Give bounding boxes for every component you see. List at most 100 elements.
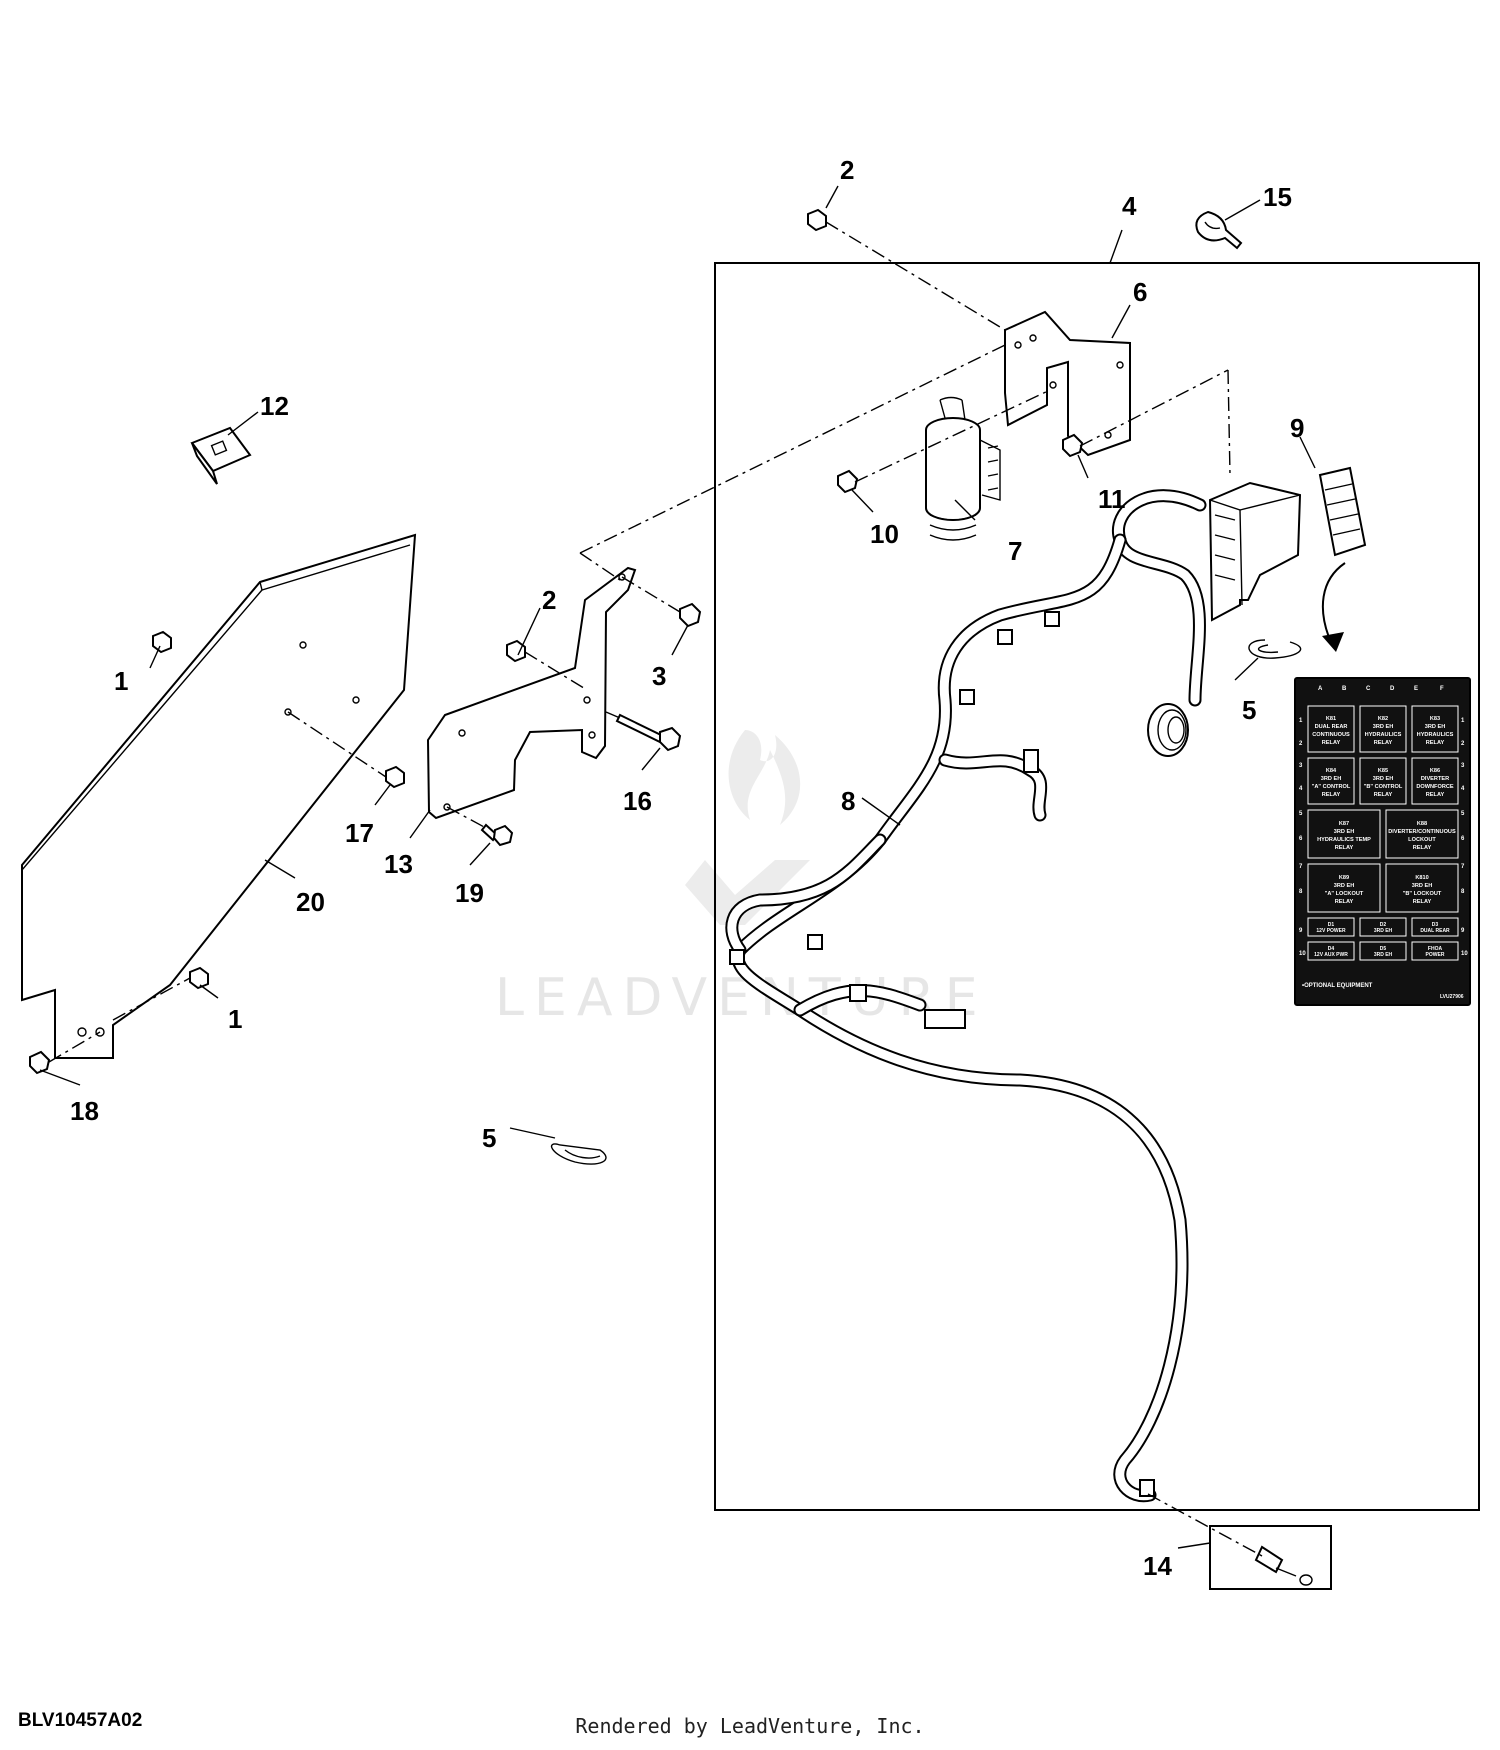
decal-cell-k4-line: "A" CONTROL <box>1312 784 1351 790</box>
callout-8: 8 <box>841 786 855 816</box>
decal-cell-d3-line: D3 <box>1432 922 1439 928</box>
relay-label-sticker <box>1318 466 1367 557</box>
decal-cell-k9-line: 3RD EH <box>1334 883 1355 889</box>
decal-row-right-10: 10 <box>1461 951 1468 957</box>
assembly-lines <box>48 221 1263 1557</box>
callout-6: 6 <box>1133 277 1147 307</box>
decal-cell-d6-line: FHOA <box>1428 946 1443 952</box>
decal-cell-k10-line: 3RD EH <box>1412 883 1433 889</box>
watermark: LEADVENTURE <box>495 730 978 1028</box>
switch-part <box>190 426 252 485</box>
decal-row-left-1: 1 <box>1299 718 1303 724</box>
decal-column-f: F <box>1440 686 1444 692</box>
cable-tie-upper <box>1248 639 1302 659</box>
decal-cell-k3-line: RELAY <box>1426 740 1445 746</box>
callout-1-upper: 1 <box>114 666 128 696</box>
callout-2-top: 2 <box>840 155 854 185</box>
decal-cell-d6-line: POWER <box>1426 952 1445 958</box>
decal-cell-k3-line: K83 <box>1430 716 1440 722</box>
decal-cell-k2-line: 3RD EH <box>1373 724 1394 730</box>
decal-row-right-9: 9 <box>1461 928 1465 934</box>
callout-12: 12 <box>260 391 289 421</box>
drawing-id: BLV10457A02 <box>18 1710 143 1731</box>
decal-cell-k8-line: RELAY <box>1413 845 1432 851</box>
mounting-bracket <box>426 566 637 820</box>
decal-row-left-2: 2 <box>1299 741 1303 747</box>
decal-cell-k1-line: CONTINUOUS <box>1312 732 1350 738</box>
decal-cell-d3-line: DUAL REAR <box>1420 928 1450 934</box>
decal-cell-k10-line: RELAY <box>1413 899 1432 905</box>
decal-cell-d2-line: D2 <box>1380 922 1387 928</box>
decal-cell-k8-line: LOCKOUT <box>1408 837 1436 843</box>
callout-17: 17 <box>345 818 374 848</box>
callout-14: 14 <box>1143 1551 1172 1581</box>
decal-cell-k6-line: K86 <box>1430 768 1440 774</box>
sensor-box <box>1209 1525 1332 1590</box>
decal-cell-k1-line: K81 <box>1326 716 1336 722</box>
decal-cell-k3-line: 3RD EH <box>1425 724 1446 730</box>
leader-lines <box>39 185 1346 1549</box>
decal-cell-k4-line: K84 <box>1326 768 1337 774</box>
decal-cell-k9-line: K89 <box>1339 875 1349 881</box>
decal-column-b: B <box>1342 686 1347 692</box>
decal-cell-k10-line: "B" LOCKOUT <box>1403 891 1442 897</box>
decal-cell-k6-line: RELAY <box>1426 792 1445 798</box>
decal-row-left-6: 6 <box>1299 836 1303 842</box>
callout-19: 19 <box>455 878 484 908</box>
decal-cell-k1-line: RELAY <box>1322 740 1341 746</box>
decal-footnote: •OPTIONAL EQUIPMENT <box>1302 983 1373 989</box>
decal-cell-k9-line: RELAY <box>1335 899 1354 905</box>
decal-cell-k5-line: "B" CONTROL <box>1364 784 1403 790</box>
decal-cell-d1-line: 12V POWER <box>1316 928 1346 934</box>
decal-row-left-8: 8 <box>1299 889 1303 895</box>
cover-panel <box>21 533 417 1059</box>
callout-10: 10 <box>870 519 899 549</box>
decal-cell-k4-line: 3RD EH <box>1321 776 1342 782</box>
decal-row-left-9: 9 <box>1299 928 1303 934</box>
decal-cell-k9-line: "A" LOCKOUT <box>1325 891 1364 897</box>
decal-cell-k9: K89 3RD EH "A" LOCKOUT RELAY <box>1307 863 1381 913</box>
decal-cell-d4-line: 12V AUX PWR <box>1314 952 1348 958</box>
decal-row-left-3: 3 <box>1299 763 1303 769</box>
solenoid-part <box>925 396 1001 541</box>
decal-cell-k6-line: DOWNFORCE <box>1416 784 1454 790</box>
decal-row-right-8: 8 <box>1461 889 1465 895</box>
fasteners <box>29 208 1084 1075</box>
decal-column-c: C <box>1366 686 1371 692</box>
decal-cell-k2-line: HYDRAULICS <box>1365 732 1402 738</box>
callout-7: 7 <box>1008 536 1022 566</box>
relay-box <box>1208 481 1302 622</box>
decal-row-right-5: 5 <box>1461 811 1465 817</box>
callout-5-lower: 5 <box>482 1123 496 1153</box>
decal-row-right-3: 3 <box>1461 763 1465 769</box>
decal-cell-k1-line: DUAL REAR <box>1315 724 1348 730</box>
decal-cell-k7-line: HYDRAULICS TEMP <box>1317 837 1371 843</box>
decal-cell-d5-line: D5 <box>1380 946 1387 952</box>
decal-column-e: E <box>1414 686 1418 692</box>
decal-row-left-5: 5 <box>1299 811 1303 817</box>
callout-13: 13 <box>384 849 413 879</box>
decal-cell-k8-line: K88 <box>1417 821 1427 827</box>
callout-11: 11 <box>1098 484 1126 514</box>
cable-tie-lower <box>550 1143 607 1165</box>
callout-15: 15 <box>1263 182 1292 212</box>
callout-18: 18 <box>70 1096 99 1126</box>
decal-cell-k7-line: 3RD EH <box>1334 829 1355 835</box>
decal-cell-k8-line: DIVERTER/CONTINUOUS <box>1388 829 1456 835</box>
